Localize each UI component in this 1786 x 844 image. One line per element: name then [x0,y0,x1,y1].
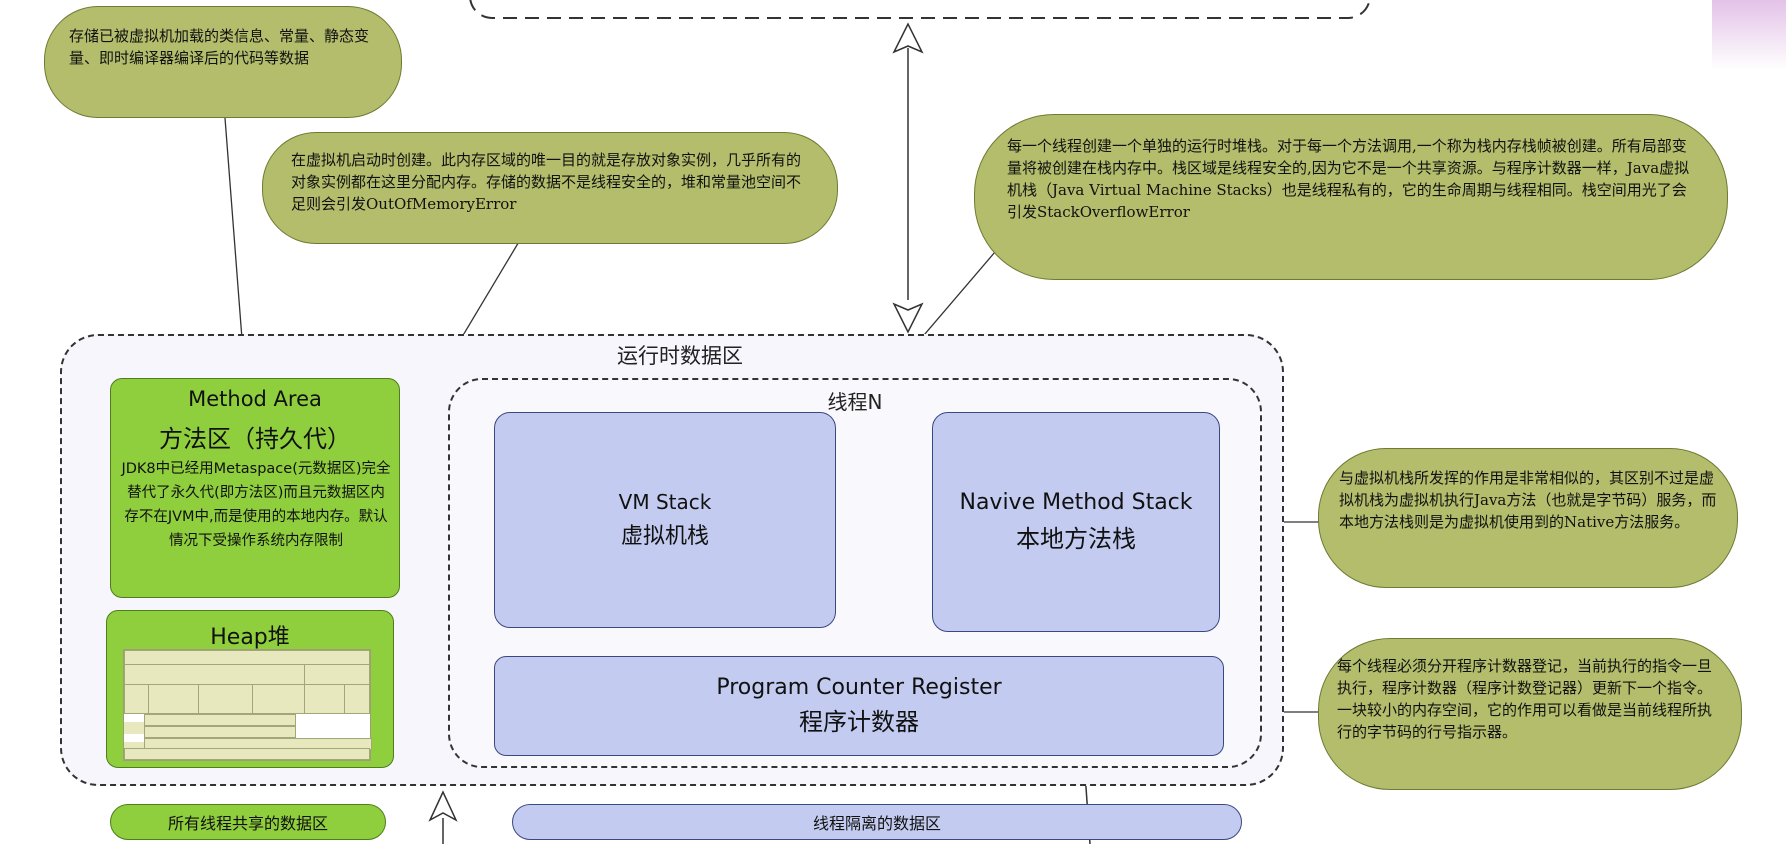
pc-register-box: Program Counter Register 程序计数器 [494,656,1224,756]
method-area-description: JDK8中已经用Metaspace(元数据区)完全替代了永久代(即方法区)而且元… [121,461,391,549]
method-area-title-zh: 方法区（持久代） [159,425,351,453]
heap-title: Heap堆 [210,625,290,650]
note-method-area: 存储已被虚拟机加载的类信息、常量、静态变量、即时编译器编译后的代码等数据 [44,6,402,118]
pc-register-title-en: Program Counter Register [716,675,1002,700]
method-area-box: Method Area 方法区（持久代） JDK8中已经用Metaspace(元… [110,378,400,598]
note-pc-register: 每个线程必须分开程序计数器登记，当前执行的指令一旦执行，程序计数器（程序计数登记… [1318,638,1742,790]
vm-stack-title-zh: 虚拟机栈 [620,524,709,549]
note-native-stack: 与虚拟机栈所发挥的作用是非常相似的，其区别不过是虚拟机栈为虚拟机执行Java方法… [1318,448,1738,588]
legend-isolated: 线程隔离的数据区 [512,804,1242,840]
method-area-title-en: Method Area [188,387,322,411]
pc-register-title-zh: 程序计数器 [799,708,919,736]
arrow-up-bottom-left [428,790,458,844]
note-heap: 在虚拟机启动时创建。此内存区域的唯一目的就是存放对象实例，几乎所有的对象实例都在… [262,132,838,244]
native-stack-box: Navive Method Stack 本地方法栈 [932,412,1220,632]
thread-area-title: 线程N [827,390,883,414]
legend-shared: 所有线程共享的数据区 [110,804,386,840]
top-cut-box [469,0,1371,19]
heap-box: Heap堆 [106,610,394,768]
vm-stack-box: VM Stack 虚拟机栈 [494,412,836,628]
native-stack-title-en: Navive Method Stack [959,490,1193,515]
runtime-data-area-title: 运行时数据区 [617,344,743,368]
corner-decoration [1712,0,1786,70]
double-arrow-top [892,22,924,334]
native-stack-title-zh: 本地方法栈 [1016,525,1136,553]
vm-stack-title-en: VM Stack [618,490,712,514]
heap-structure-thumbnail [123,649,372,761]
note-vm-stack: 每一个线程创建一个单独的运行时堆栈。对于每一个方法调用,一个称为栈内存栈帧被创建… [974,114,1728,280]
